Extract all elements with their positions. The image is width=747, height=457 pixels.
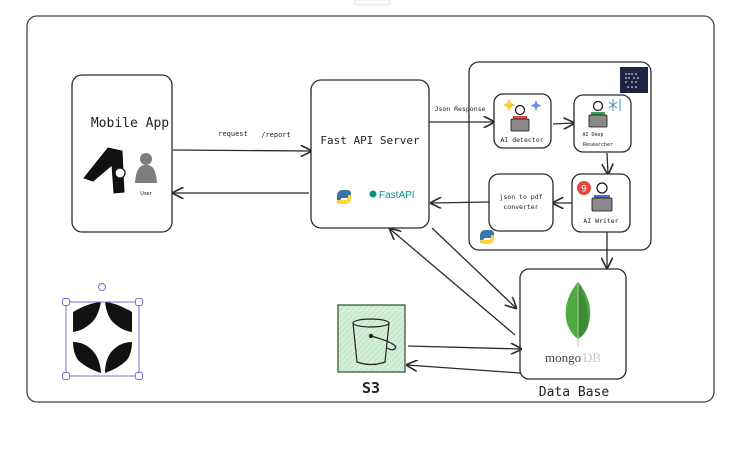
json-to-pdf-title-1: json to pdf [499, 193, 542, 201]
app-logo-icon [83, 147, 126, 194]
fastapi-logo-text: FastAPI [379, 190, 415, 201]
python-logo-icon [480, 230, 494, 244]
resize-handle-se[interactable] [135, 372, 143, 380]
edge-report-label: /report [261, 131, 291, 139]
s3-title: S3 [362, 379, 380, 397]
mongodb-logo-text-a: mongo [545, 350, 581, 365]
ai-detector-title: AI detector [500, 136, 543, 144]
resize-handle-sw[interactable] [62, 372, 70, 380]
edge-request[interactable]: request /report [172, 130, 311, 151]
edge-detector-to-researcher[interactable] [552, 123, 574, 124]
user-icon [135, 153, 157, 183]
resize-handle-ne[interactable] [135, 298, 143, 306]
outer-frame[interactable] [26, 15, 715, 403]
mongodb-logo-text-b: DB [583, 350, 601, 365]
edge-s3-to-database[interactable] [407, 346, 521, 349]
ai-detector-node[interactable]: AI detector [493, 93, 552, 149]
sparkle-icon [503, 99, 542, 111]
json-to-pdf-node[interactable]: json to pdf converter [488, 173, 554, 232]
shield-logo-icon [73, 302, 132, 373]
mobile-app-node[interactable]: Mobile App User [71, 74, 173, 233]
selection-box [65, 301, 140, 377]
ai-deep-researcher-node[interactable]: AI Deep Researcher [573, 94, 632, 153]
ai-writer-title: AI Writer [583, 217, 618, 225]
fastapi-server-node[interactable]: Fast API Server FastAPI [310, 79, 430, 229]
json-to-pdf-title-2: converter [503, 203, 538, 211]
mongodb-leaf-icon [565, 282, 591, 346]
agent-avatar-icon [588, 100, 608, 128]
database-node[interactable]: mongo DB [519, 268, 627, 380]
writer-tool-badge-icon: 9 [577, 181, 591, 195]
bucket-icon [352, 318, 397, 366]
python-logo-icon [337, 190, 351, 204]
agent-avatar-icon [510, 104, 530, 132]
edge-database-to-server[interactable] [390, 229, 516, 336]
agent-framework-badge-icon [620, 67, 648, 93]
edge-json-response[interactable]: Json Response [429, 105, 494, 122]
selected-shield-logo[interactable] [62, 283, 143, 380]
rotate-handle[interactable] [98, 283, 106, 291]
resize-handle-nw[interactable] [62, 298, 70, 306]
edge-json-response-label: Json Response [435, 105, 486, 113]
ai-agents-group[interactable] [468, 61, 652, 251]
edge-database-to-s3[interactable] [407, 365, 521, 374]
s3-node[interactable] [337, 304, 406, 373]
database-title: Data Base [539, 385, 610, 400]
fastapi-logo: FastAPI [369, 190, 415, 201]
mobile-app-title: Mobile App [91, 116, 169, 131]
ai-deep-researcher-title-1: AI Deep [582, 132, 603, 138]
edge-converter-to-server[interactable] [431, 202, 490, 203]
fastapi-server-title: Fast API Server [320, 134, 420, 147]
top-toolbar-ghost [354, 0, 391, 6]
svg-text:9: 9 [581, 185, 587, 195]
ai-writer-node[interactable]: 9 AI Writer [571, 173, 631, 233]
research-tool-icon [608, 99, 621, 111]
edge-server-to-database[interactable] [431, 227, 516, 308]
agent-avatar-icon [591, 182, 613, 212]
edge-request-label: request [218, 130, 248, 138]
edge-researcher-to-writer[interactable] [607, 152, 608, 174]
ai-deep-researcher-title-2: Researcher [583, 142, 613, 148]
user-label: User [140, 191, 152, 197]
